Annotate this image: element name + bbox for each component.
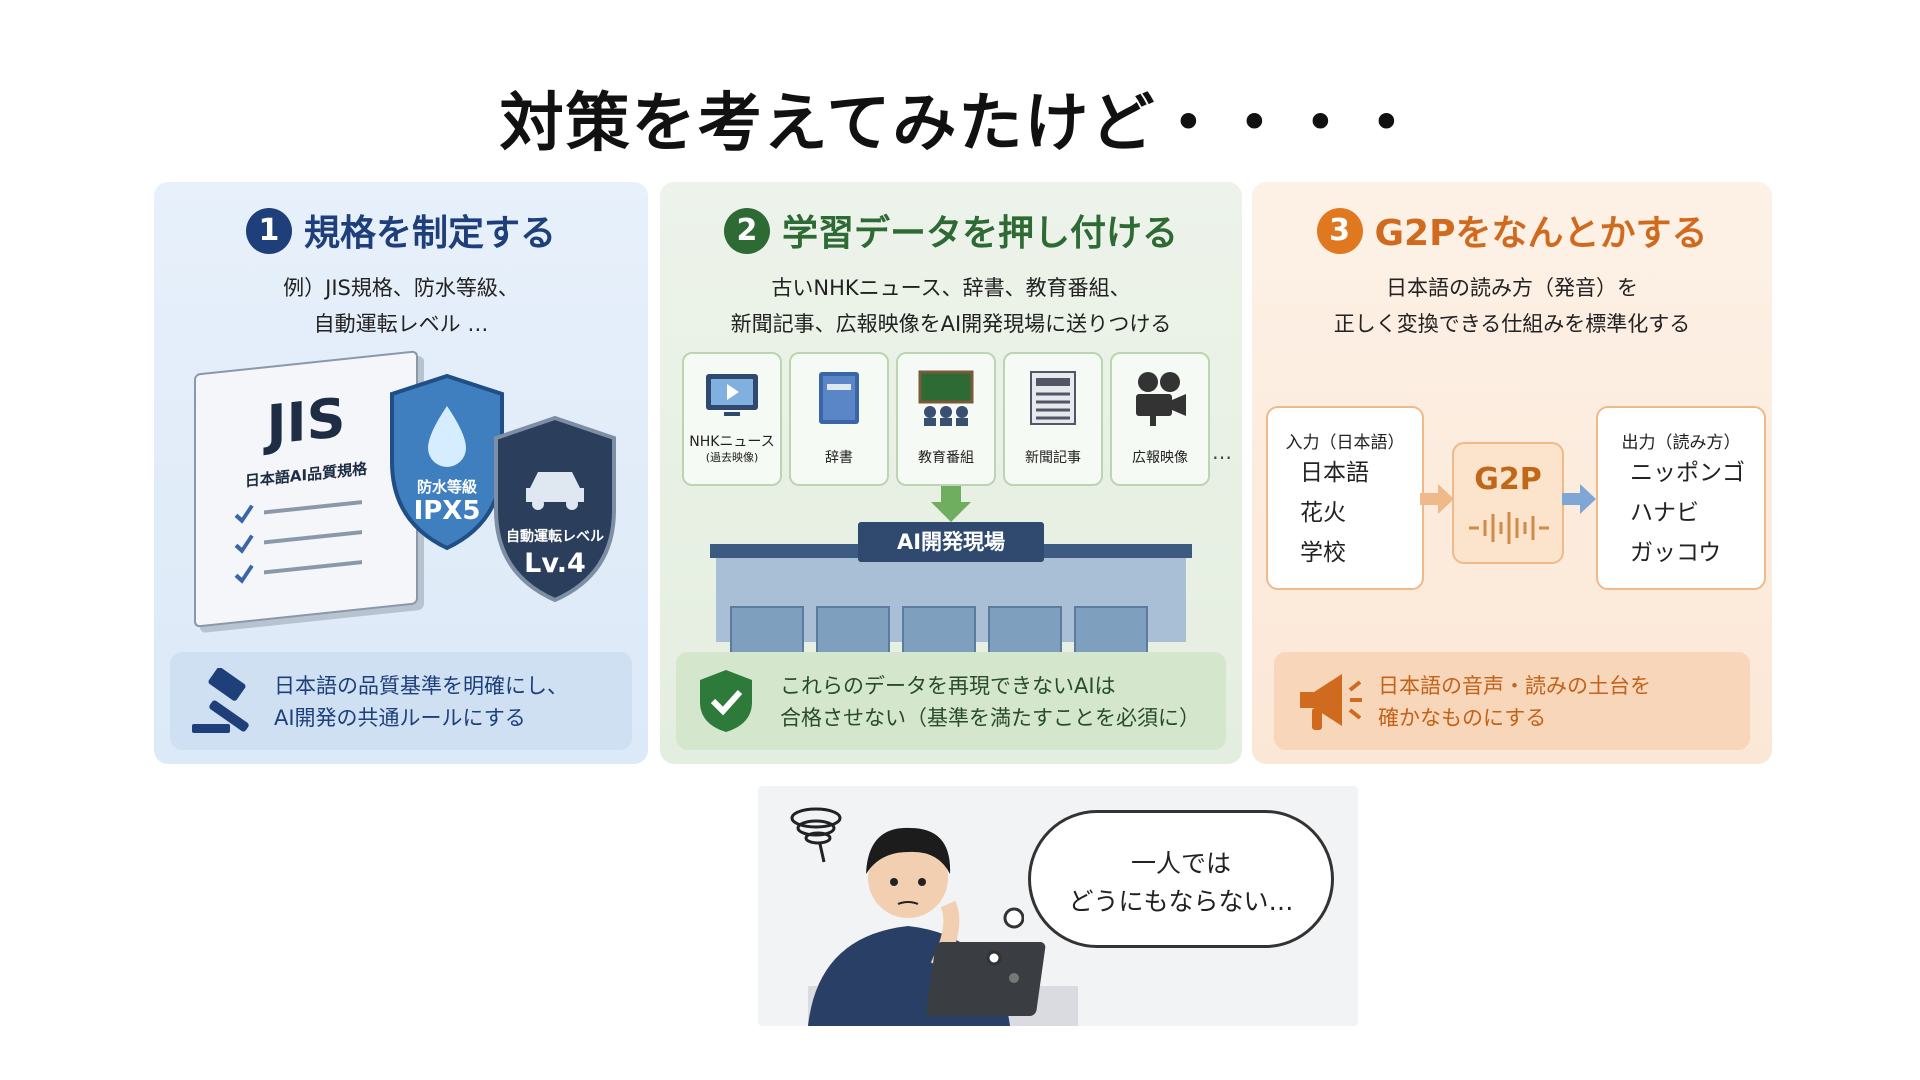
ai-dev-building: AI開発現場 <box>710 522 1192 666</box>
building-body <box>716 558 1186 666</box>
data-card-newspaper: 新聞記事 <box>1003 352 1103 486</box>
thought-text: 一人ではどうにもならない… <box>1031 845 1331 921</box>
data-card-dictionary: 辞書 <box>789 352 889 486</box>
book-title: JIS <box>266 385 346 458</box>
output-item: ニッポンゴ <box>1630 460 1745 486</box>
book-icon <box>819 372 859 424</box>
output-item: ハナビ <box>1630 500 1699 526</box>
thought-line: どうにもならない… <box>1068 887 1294 916</box>
check-shield-icon <box>700 670 752 732</box>
input-box: 入力（日本語） 日本語 花火 学校 <box>1266 406 1424 590</box>
panel-subtitle: 日本語の読み方（発音）を正しく変換できる仕組みを標準化する <box>1252 270 1772 342</box>
newspaper-icon <box>1030 371 1076 425</box>
footer-line: これらのデータを再現できないAIは <box>780 674 1116 698</box>
autodrive-shield: 自動運転レベル Lv.4 <box>490 414 620 604</box>
card-label: 新聞記事 <box>1025 450 1081 466</box>
shield-icon <box>390 373 504 551</box>
panel-subtitle: 例）JIS規格、防水等級、自動運転レベル … <box>154 270 648 342</box>
subtitle-line: 日本語の読み方（発音）を <box>1386 276 1638 300</box>
card-label: 辞書 <box>825 450 853 466</box>
subtitle-line: 自動運転レベル … <box>313 312 489 336</box>
output-item: ガッコウ <box>1630 540 1722 566</box>
panel-standards: 1 規格を制定する 例）JIS規格、防水等級、自動運転レベル … JIS 日本語A… <box>154 182 648 764</box>
megaphone-icon <box>1300 674 1362 730</box>
footer-text: これらのデータを再現できないAIは合格させない（基準を満たすことを必須に） <box>780 670 1200 734</box>
footer-line: 合格させない（基準を満たすことを必須に） <box>780 706 1200 730</box>
panel-heading: 2 学習データを押し付ける <box>660 204 1242 258</box>
waveform-icon <box>1469 512 1549 544</box>
panel-footer: これらのデータを再現できないAIは合格させない（基準を満たすことを必須に） <box>676 652 1226 750</box>
subtitle-line: 古いNHKニュース、辞書、教育番組、 <box>771 276 1131 300</box>
card-label-line: NHKニュース <box>689 434 775 450</box>
data-card-education: 教育番組 <box>896 352 996 486</box>
panel-heading: 1 規格を制定する <box>154 204 648 258</box>
gavel-icon <box>192 668 249 733</box>
footer-line: 確かなものにする <box>1378 706 1547 730</box>
card-label: 教育番組 <box>918 450 974 466</box>
panel-heading-text: G2Pをなんとかする <box>1374 213 1708 254</box>
footer-line: 日本語の音声・読みの土台を <box>1378 674 1651 698</box>
g2p-box: G2P <box>1452 442 1564 564</box>
data-card-nhk: NHKニュース(過去映像) <box>682 352 782 486</box>
shield-value: IPX5 <box>413 496 481 526</box>
footer-text: 日本語の音声・読みの土台を確かなものにする <box>1378 670 1651 734</box>
panel-footer: 日本語の品質基準を明確にし、 AI開発の共通ルールにする <box>170 652 632 750</box>
arrow-down-icon <box>931 486 971 522</box>
footer-line: 日本語の品質基準を明確にし、 <box>274 674 568 698</box>
panel-heading-text: 学習データを押し付ける <box>781 213 1178 254</box>
panel-subtitle: 古いNHKニュース、辞書、教育番組、新聞記事、広報映像をAI開発現場に送りつける <box>660 270 1242 342</box>
arrow-right-icon <box>1420 484 1454 514</box>
panel-training-data: 2 学習データを押し付ける 古いNHKニュース、辞書、教育番組、新聞記事、広報映像… <box>660 182 1242 764</box>
card-label-line: (過去映像) <box>705 451 759 464</box>
subtitle-line: 新聞記事、広報映像をAI開発現場に送りつける <box>730 312 1172 336</box>
checklist-icon <box>234 500 362 584</box>
building-sign: AI開発現場 <box>858 522 1044 562</box>
output-header: 出力（読み方） <box>1621 433 1741 453</box>
shield-icon <box>494 415 616 603</box>
panel-heading: 3 G2Pをなんとかする <box>1252 204 1772 258</box>
footer-text: 日本語の品質基準を明確にし、 AI開発の共通ルールにする <box>274 670 568 734</box>
step-number-badge: 3 <box>1316 208 1363 254</box>
output-box: 出力（読み方） ニッポンゴ ハナビ ガッコウ <box>1596 406 1766 590</box>
worried-person-illustration: 一人ではどうにもならない… <box>758 786 1358 1026</box>
input-item: 日本語 <box>1300 460 1369 486</box>
thought-bubble-dots <box>986 907 1024 966</box>
person-icon <box>808 827 1078 1026</box>
more-ellipsis: … <box>1212 440 1232 464</box>
waterproof-shield: 防水等級 IPX5 <box>386 372 508 552</box>
data-card-pr-video: 広報映像 <box>1110 352 1210 486</box>
thought-bubble: 一人ではどうにもならない… <box>1028 810 1334 948</box>
shield-label: 防水等級 <box>416 478 477 496</box>
g2p-label: G2P <box>1474 462 1542 497</box>
input-item: 花火 <box>1300 500 1346 526</box>
slide-title: 対策を考えてみたけど・・・・ <box>499 87 1421 161</box>
tv-icon <box>706 374 758 416</box>
shield-label: 自動運転レベル <box>506 529 604 545</box>
subtitle-line: 正しく変換できる仕組みを標準化する <box>1333 312 1691 336</box>
arrow-right-icon <box>1562 484 1596 514</box>
card-label: NHKニュース(過去映像) <box>684 434 780 466</box>
panel-footer: 日本語の音声・読みの土台を確かなものにする <box>1274 652 1750 750</box>
step-number-badge: 2 <box>723 208 770 254</box>
panel-g2p: 3 G2Pをなんとかする 日本語の読み方（発音）を正しく変換できる仕組みを標準化す… <box>1252 182 1772 764</box>
card-label: 広報映像 <box>1132 450 1188 466</box>
shield-value: Lv.4 <box>524 548 586 579</box>
movie-camera-icon <box>1136 372 1186 426</box>
jis-book-illustration: JIS 日本語AI品質規格 <box>194 350 418 628</box>
thought-line: 一人では <box>1130 849 1231 878</box>
step-number-badge: 1 <box>245 208 292 254</box>
input-item: 学校 <box>1300 540 1346 566</box>
footer-line: AI開発の共通ルールにする <box>274 706 526 730</box>
chalkboard-icon <box>918 370 974 426</box>
input-header: 入力（日本語） <box>1285 433 1405 453</box>
subtitle-line: 例）JIS規格、防水等級、 <box>283 276 519 300</box>
dizzy-scribble-icon <box>790 807 842 863</box>
panel-heading-text: 規格を制定する <box>303 213 556 254</box>
